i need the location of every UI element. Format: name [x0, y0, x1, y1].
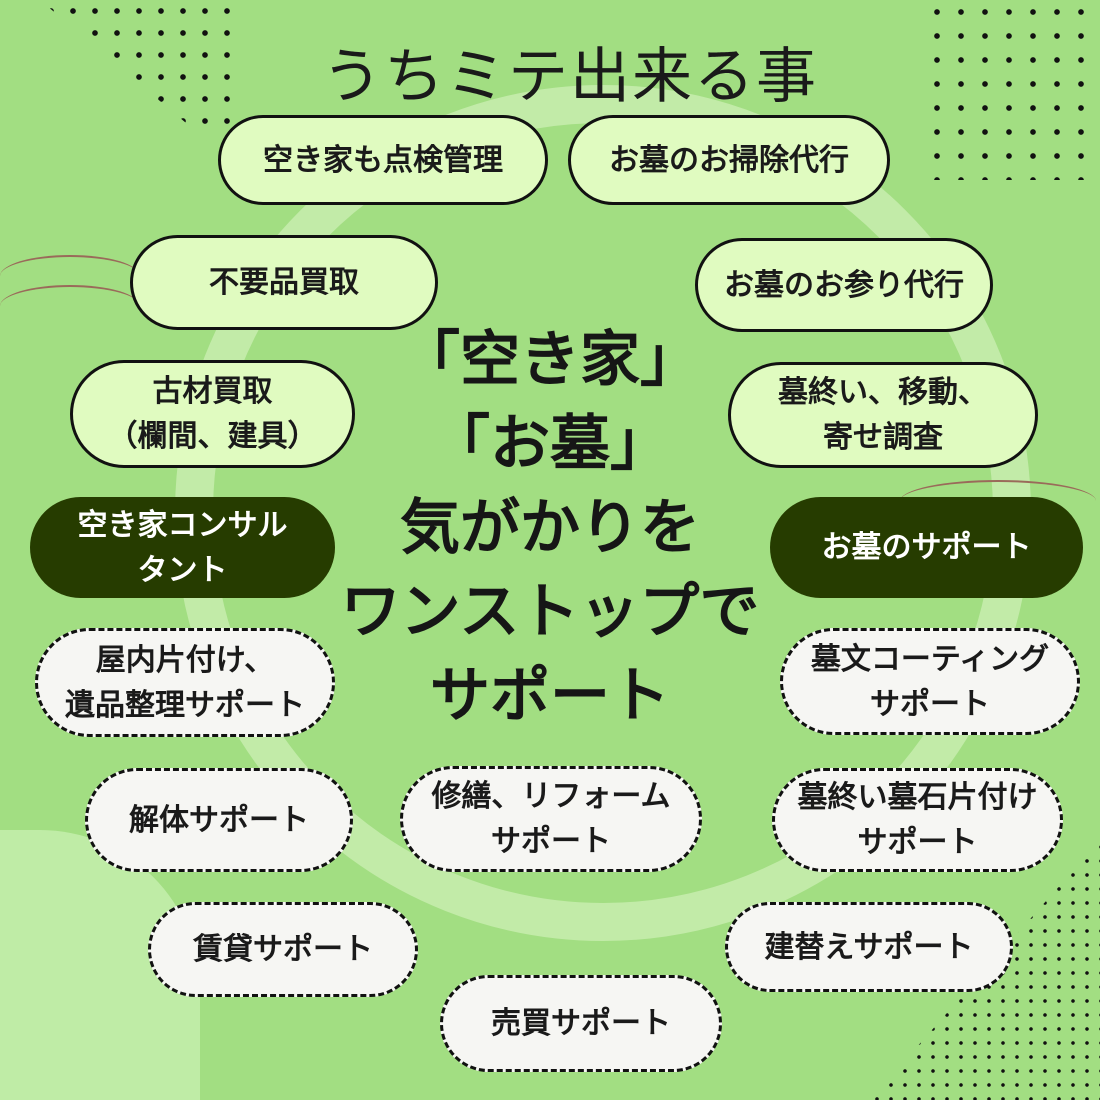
service-label: 古材買取: [152, 374, 273, 409]
service-label: サポート: [490, 824, 611, 859]
category-akiya-consultant: 空き家コンサルタント: [30, 497, 335, 598]
service-grave-closing: 墓終い、移動、寄せ調査: [728, 362, 1038, 468]
service-repair: 修繕、リフォームサポート: [400, 766, 702, 872]
category-grave-support: お墓のサポート: [770, 497, 1083, 598]
page-title: うちミテ出来る事: [322, 42, 818, 112]
service-label: 遺品整理サポート: [65, 687, 305, 723]
service-label: 空き家も点検管理: [263, 142, 503, 178]
service-label: 屋内片付け、: [95, 642, 275, 678]
service-label: 寄せ調査: [823, 420, 943, 455]
service-tidying: 屋内片付け、遺品整理サポート: [35, 628, 335, 737]
service-label: 墓文コーティング: [810, 641, 1050, 677]
service-label: サポート: [869, 686, 990, 722]
service-label: サポート: [857, 825, 978, 860]
service-label: お墓のお掃除代行: [609, 142, 849, 178]
service-demolition: 解体サポート: [85, 768, 353, 872]
service-rental: 賃貸サポート: [148, 902, 418, 997]
service-old-material: 古材買取 （欄間、建具）: [70, 360, 355, 468]
service-label: 建替えサポート: [764, 929, 974, 965]
service-sale: 売買サポート: [440, 975, 722, 1072]
wave-lines-right: [900, 480, 1096, 522]
service-label: 解体サポート: [129, 802, 309, 838]
category-label: 空き家コンサル: [77, 507, 288, 543]
center-line: 「お墓」: [430, 409, 670, 479]
dot-pattern-top-right: [925, 0, 1100, 180]
center-line: サポート: [430, 661, 670, 731]
service-label: 賃貸サポート: [193, 932, 373, 967]
service-label: 墓終い墓石片付け: [797, 780, 1038, 815]
service-unwanted-purchase: 不要品買取: [130, 235, 438, 330]
service-label: 不要品買取: [209, 265, 359, 300]
service-rebuild: 建替えサポート: [725, 902, 1013, 992]
wave-lines-left-2: [0, 285, 140, 327]
service-gravestone-removal: 墓終い墓石片付けサポート: [772, 768, 1063, 872]
wave-lines-left: [0, 255, 140, 297]
service-gravestone-coating: 墓文コーティングサポート: [780, 628, 1080, 735]
service-akiya-inspection: 空き家も点検管理: [218, 115, 548, 205]
center-message: 「空き家」 「お墓」 気がかりを ワンストップで サポート: [340, 318, 760, 738]
service-label: 墓終い、移動、: [778, 375, 988, 410]
service-grave-visit: お墓のお参り代行: [695, 238, 993, 332]
center-line: ワンストップで: [340, 577, 760, 647]
service-label: お墓のお参り代行: [724, 267, 964, 303]
center-line: 「空き家」: [400, 325, 700, 395]
center-line: 気がかりを: [400, 493, 700, 563]
category-label: お墓のサポート: [821, 530, 1032, 565]
service-label: （欄間、建具）: [107, 419, 318, 454]
category-label: タント: [137, 552, 228, 588]
service-grave-cleaning: お墓のお掃除代行: [568, 115, 890, 205]
service-label: 修繕、リフォーム: [431, 779, 671, 814]
service-label: 売買サポート: [491, 1006, 671, 1041]
